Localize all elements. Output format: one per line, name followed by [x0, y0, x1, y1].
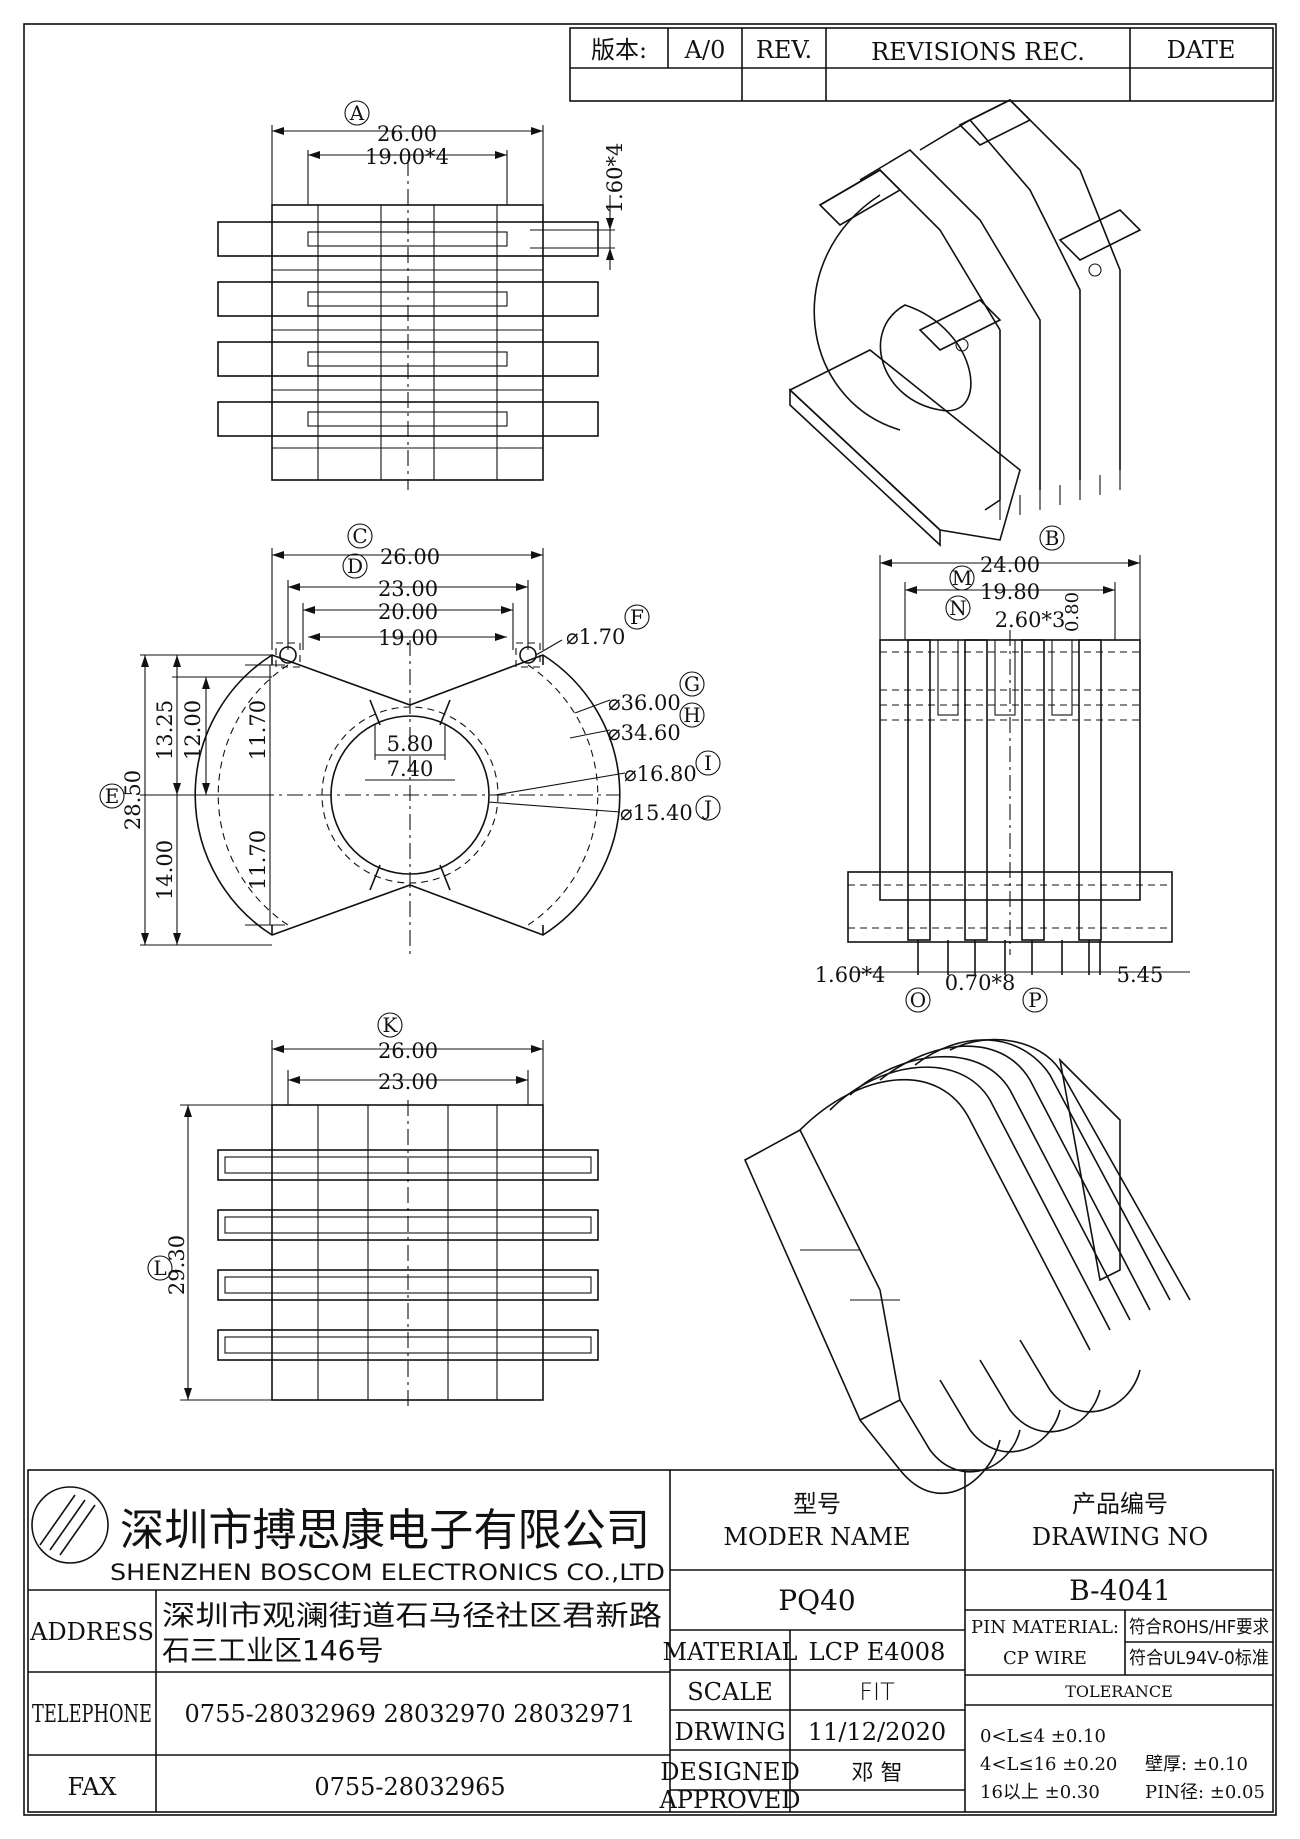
balloon-m: M: [952, 566, 972, 590]
bottom-height: 29.30: [165, 1235, 189, 1295]
balloon-k: K: [383, 1013, 399, 1037]
front-height-11-top: 11.70: [246, 700, 270, 760]
diameter-16: ⌀16.80: [624, 762, 697, 786]
balloon-l: L: [153, 1256, 166, 1280]
scale-label: SCALE: [687, 1678, 773, 1706]
tolerance-wall: 壁厚: ±0.10: [1145, 1754, 1248, 1775]
model-label-cn: 型号: [793, 1490, 841, 1518]
designed-value: 邓 智: [852, 1761, 903, 1786]
material-value: LCP E4008: [809, 1638, 946, 1666]
balloon-e: E: [105, 784, 120, 808]
tolerance-2: 4<L≤16 ±0.20: [980, 1754, 1117, 1775]
sheet-border: [23, 23, 1277, 1816]
bottom-width-23: 23.00: [378, 1070, 438, 1094]
front-view: C D 26.00 23.00 20.00 19.00 5: [99, 523, 721, 955]
drawing-no-label-cn: 产品编号: [1072, 1490, 1168, 1518]
company-logo-icon: [31, 1486, 109, 1564]
designed-label: DESIGNED: [660, 1758, 800, 1786]
front-height-12: 12.00: [181, 700, 205, 760]
drawing-no-label-en: DRAWING NO: [1032, 1523, 1208, 1551]
material-label: MATERIAL: [663, 1638, 798, 1666]
version-label: 版本:: [591, 36, 647, 64]
side-length-19: 19.80: [980, 580, 1040, 604]
front-height-13: 13.25: [153, 700, 177, 760]
diameter-34: ⌀34.60: [608, 721, 681, 745]
address-line-2: 石三工业区146号: [162, 1634, 383, 1667]
title-block: 深圳市搏思康电子有限公司 SHENZHEN BOSCOM ELECTRONICS…: [27, 1469, 1274, 1814]
telephone-value: 0755-28032969 28032970 28032971: [185, 1700, 636, 1728]
bottom-view: K 26.00 23.00 29.30 L: [147, 1012, 599, 1410]
version-value: A/0: [684, 36, 726, 64]
top-flange-thickness: 1.60*4: [603, 143, 627, 214]
balloon-a: A: [349, 101, 365, 125]
side-length-24: 24.00: [980, 553, 1040, 577]
revisions-label: REVISIONS REC.: [871, 38, 1085, 66]
top-view: A 26.00 19.00*4 1.60*4: [217, 100, 627, 490]
company-name-cn: 深圳市搏思康电子有限公司: [120, 1505, 650, 1556]
top-flange-pitch: 19.00*4: [365, 145, 449, 169]
fax-label: FAX: [68, 1773, 117, 1801]
balloon-i: I: [704, 751, 712, 775]
front-width-19: 19.00: [378, 626, 438, 650]
tolerance-label: TOLERANCE: [1065, 1682, 1173, 1701]
approved-label: APPROVED: [658, 1786, 800, 1814]
model-label-en: MODER NAME: [723, 1523, 910, 1551]
balloon-f: F: [630, 605, 644, 629]
front-width-26: 26.00: [380, 545, 440, 569]
slot-outer: 7.40: [387, 757, 434, 781]
side-slot-depth: 0.80: [1062, 592, 1083, 632]
diameter-36: ⌀36.00: [608, 691, 681, 715]
tolerance-pin: PIN径: ±0.05: [1145, 1782, 1265, 1803]
balloon-h: H: [683, 703, 700, 727]
balloon-d: D: [347, 554, 363, 578]
side-flange: 1.60*4: [815, 963, 886, 987]
bottom-width-26: 26.00: [378, 1039, 438, 1063]
balloon-p: P: [1028, 988, 1041, 1012]
address-line-1: 深圳市观澜街道石马径社区君新路: [162, 1599, 662, 1632]
front-height-14: 14.00: [153, 840, 177, 900]
isometric-view-bottom: [743, 1038, 1191, 1495]
front-height-11-bottom: 11.70: [246, 830, 270, 890]
model-value: PQ40: [778, 1584, 855, 1617]
tolerance-3: 16以上 ±0.30: [980, 1782, 1100, 1803]
front-width-23: 23.00: [378, 577, 438, 601]
pin-material-value: CP WIRE: [1003, 1648, 1087, 1669]
drawing-date: 11/12/2020: [808, 1718, 946, 1746]
rohs-compliance: 符合ROHS/HF要求: [1129, 1617, 1269, 1638]
ul-compliance: 符合UL94V-0标准: [1129, 1648, 1269, 1669]
hole-diameter: ⌀1.70: [566, 625, 625, 649]
fax-value: 0755-28032965: [314, 1773, 505, 1801]
side-offset: 5.45: [1117, 963, 1164, 987]
pin-material-label: PIN MATERIAL:: [971, 1617, 1119, 1638]
isometric-view-top: [788, 99, 1142, 547]
balloon-o: O: [910, 988, 926, 1012]
top-overall-width: 26.00: [377, 122, 437, 146]
side-pin: 0.70*8: [945, 971, 1016, 995]
date-label: DATE: [1167, 36, 1236, 64]
side-slot-width: 2.60*3: [995, 608, 1066, 632]
balloon-n: N: [949, 596, 967, 620]
front-height-total: 28.50: [121, 770, 145, 830]
slot-inner: 5.80: [387, 732, 434, 756]
address-label: ADDRESS: [29, 1618, 154, 1646]
diameter-15: ⌀15.40: [620, 801, 693, 825]
tolerance-1: 0<L≤4 ±0.10: [980, 1726, 1106, 1747]
scale-value: FIT: [859, 1678, 895, 1706]
balloon-c: C: [352, 524, 367, 548]
side-view: 24.00 B 19.80 M N 2.60*3 0.80: [815, 525, 1190, 1013]
balloon-b: B: [1045, 526, 1060, 550]
revision-block: 版本: A/0 REV. REVISIONS REC. DATE: [569, 27, 1274, 102]
company-name-en: SHENZHEN BOSCOM ELECTRONICS CO.,LTD: [110, 1561, 665, 1586]
balloon-j: J: [702, 796, 712, 820]
drawing-label: DRWING: [674, 1718, 785, 1746]
telephone-label: TELEPHONE: [32, 1700, 152, 1728]
drawing-no-value: B-4041: [1069, 1574, 1171, 1607]
front-width-20: 20.00: [378, 600, 438, 624]
balloon-g: G: [684, 672, 700, 696]
rev-label: REV.: [756, 36, 812, 64]
